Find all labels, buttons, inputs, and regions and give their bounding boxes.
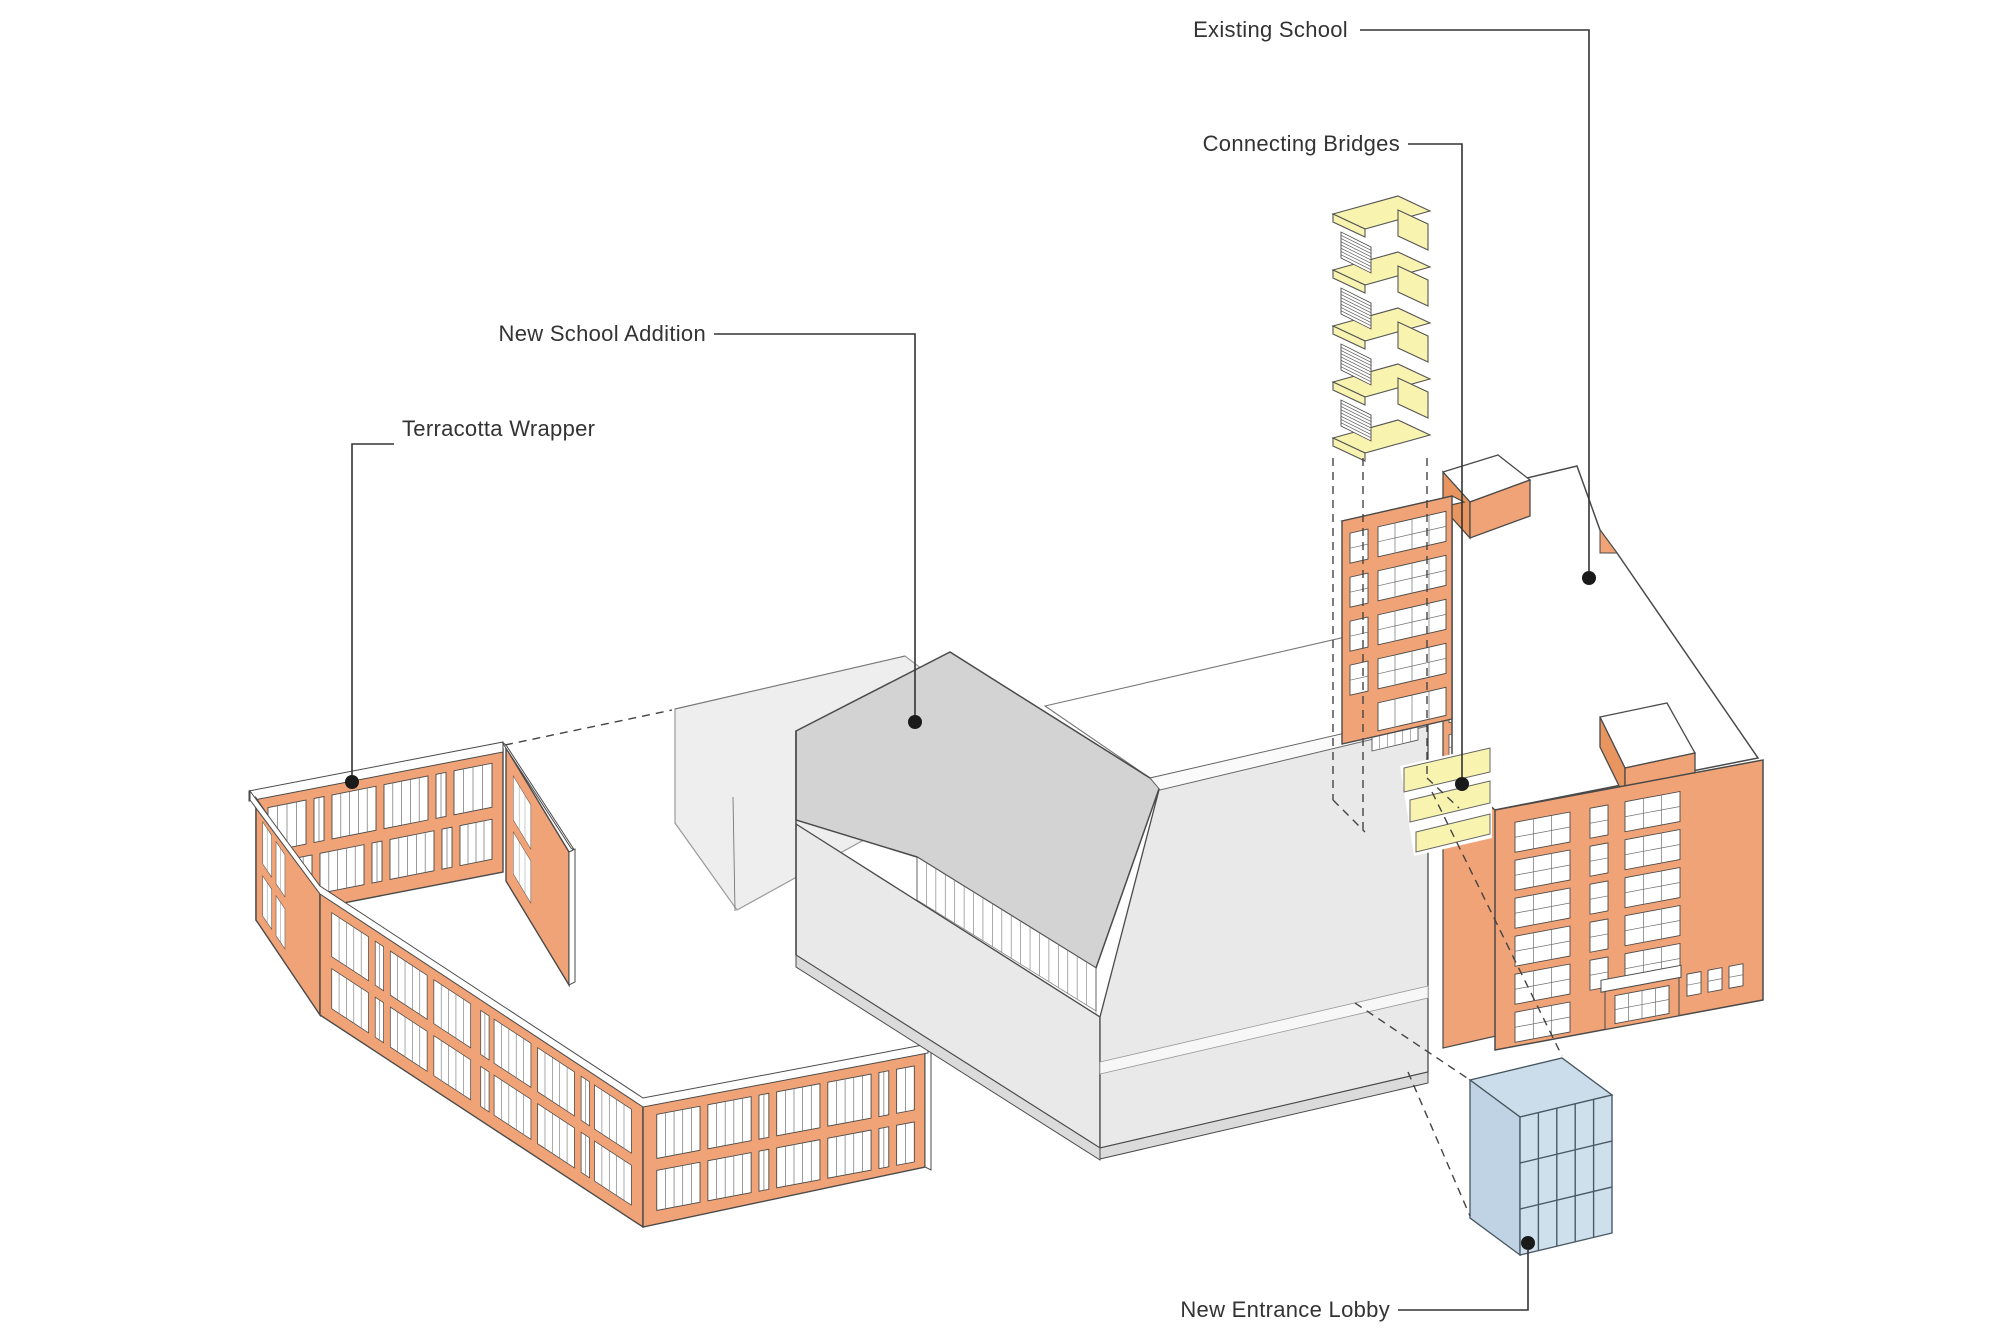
school-penthouse-1 (1441, 454, 1532, 540)
addition-floor-band (1099, 985, 1429, 1075)
new-entrance-lobby-cube (1468, 1057, 1614, 1257)
new-school-addition-dot (908, 715, 922, 729)
wrapper-return-wall (501, 741, 576, 988)
new-entrance-lobby-label: New Entrance Lobby (1180, 1297, 1390, 1322)
existing-school-dot (1582, 571, 1596, 585)
projection-lines (504, 458, 1563, 1217)
connecting-bridges-stack (1331, 195, 1432, 462)
school-entrance (1600, 964, 1682, 1031)
bridge-level-3 (1415, 813, 1491, 853)
connecting-bridges-label: Connecting Bridges (1203, 131, 1400, 156)
addition-dark-mass (795, 651, 1161, 970)
annotations: Existing School Connecting Bridges New S… (345, 17, 1596, 1322)
school-tower (1340, 495, 1466, 745)
school-roof-notch (1599, 528, 1618, 554)
addition-plinth-sw (795, 954, 1101, 1161)
new-school-addition (795, 617, 1429, 1161)
wrapper-coping (249, 789, 929, 1108)
addition-plinth-front (1099, 1071, 1429, 1160)
school-facade (1494, 759, 1764, 1051)
lobby-curtain-wall (1519, 1094, 1613, 1256)
wrapper-southwest-wall (319, 891, 644, 1229)
connecting-bridges-dot (1455, 777, 1469, 791)
terracotta-wrapper-label: Terracotta Wrapper (402, 416, 595, 441)
new-school-addition-label: New School Addition (499, 321, 707, 346)
wrapper-far-wall (248, 741, 504, 921)
terracotta-wrapper-dot (345, 775, 359, 789)
existing-school-label: Existing School (1193, 17, 1348, 42)
existing-school (1340, 454, 1764, 1051)
connecting-bridges-inplace (1400, 745, 1492, 856)
terracotta-wrapper (248, 741, 932, 1229)
new-entrance-lobby-dot (1521, 1236, 1535, 1250)
